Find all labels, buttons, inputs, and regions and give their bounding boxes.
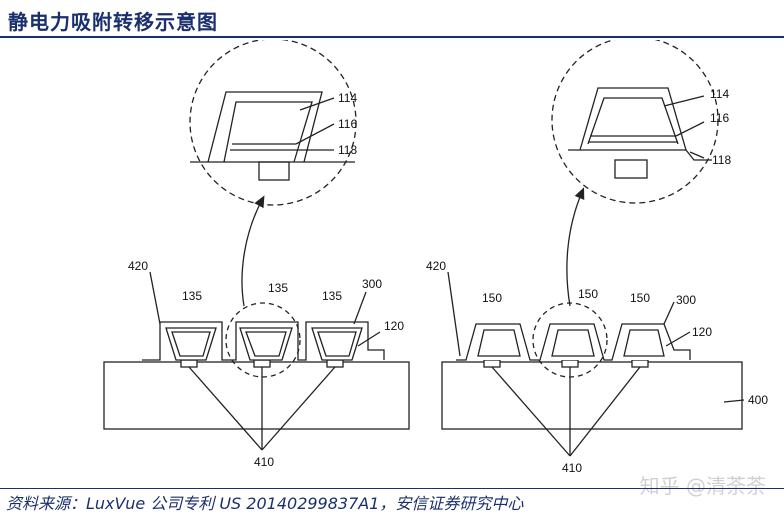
left-label-410: 410 [254,455,274,469]
left-highlight-circle [225,302,301,378]
right-panel [441,40,745,457]
right-label-150-c: 150 [630,291,650,305]
left-zoom-label-114: 114 [338,91,357,105]
transfer-diagram: 114 116 118 420 135 135 135 300 120 410 [103,40,768,475]
right-zoom-label-118: 118 [712,153,731,167]
left-zoom-chip [207,91,323,163]
right-device-1 [477,329,521,357]
left-substrate [103,361,410,430]
left-labels: 114 116 118 420 135 135 135 300 120 410 [128,91,404,469]
left-label-135-c: 135 [322,289,342,303]
right-zoom-circle [551,40,719,204]
right-device-2 [551,329,595,357]
right-label-150-b: 150 [578,287,598,301]
left-label-300: 300 [362,277,382,291]
right-substrate [441,361,743,430]
left-label-420: 420 [128,259,148,273]
right-zoom-label-114: 114 [710,87,729,101]
left-zoom-label-116: 116 [338,117,357,131]
left-bond-pad-3 [326,359,344,368]
right-label-410: 410 [562,461,582,475]
left-label-120: 120 [384,319,404,333]
left-bond-pad-1 [180,359,198,368]
right-label-150-a: 150 [482,291,502,305]
footer-divider [0,488,784,489]
right-zoom-label-116: 116 [710,111,729,125]
left-label-135-a: 135 [182,289,202,303]
left-bond-pad-2 [253,359,271,368]
left-label-135-b: 135 [268,281,288,295]
page-title: 静电力吸附转移示意图 [8,10,218,34]
right-labels: 114 116 118 420 150 150 150 300 120 400 … [426,87,768,475]
left-transfer-arrow [241,195,265,307]
right-label-300: 300 [676,293,696,307]
left-zoom-circle [189,40,357,206]
left-zoom-label-118: 118 [338,143,357,157]
right-bond-pad-3 [631,359,649,368]
right-label-120: 120 [692,325,712,339]
right-bond-pad-2 [561,359,579,368]
title-divider [0,36,784,38]
right-device-3 [623,329,665,357]
watermark: 知乎 @清荼荼 [639,474,766,498]
right-bond-pad-1 [483,359,501,368]
title-bar: 静电力吸附转移示意图 [0,0,784,38]
source-note: 资料来源：LuxVue 公司专利 US 20140299837A1，安信证券研究… [6,494,524,513]
right-label-420: 420 [426,259,446,273]
right-transfer-arrow [566,187,585,307]
right-label-400: 400 [748,393,768,407]
left-panel [103,40,410,451]
right-zoom-chip [579,87,687,151]
